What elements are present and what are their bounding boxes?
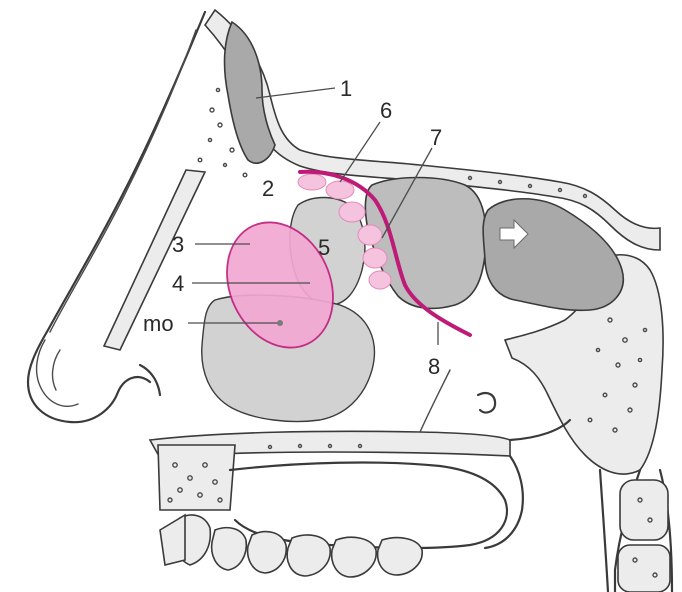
label-4: 4 xyxy=(172,271,184,296)
label-2: 2 xyxy=(262,176,274,201)
label-3: 3 xyxy=(172,232,184,257)
mo-marker xyxy=(277,320,283,326)
label-mo: mo xyxy=(143,311,174,336)
cervical-structures xyxy=(600,470,672,592)
label-1: 1 xyxy=(340,76,352,101)
label-5: 5 xyxy=(318,235,330,260)
label-8: 8 xyxy=(428,354,440,379)
label-6: 6 xyxy=(380,98,392,123)
label-7: 7 xyxy=(430,125,442,150)
teeth xyxy=(160,515,422,577)
maxilla-block xyxy=(158,445,235,510)
palate-and-oral-cavity xyxy=(150,370,570,548)
